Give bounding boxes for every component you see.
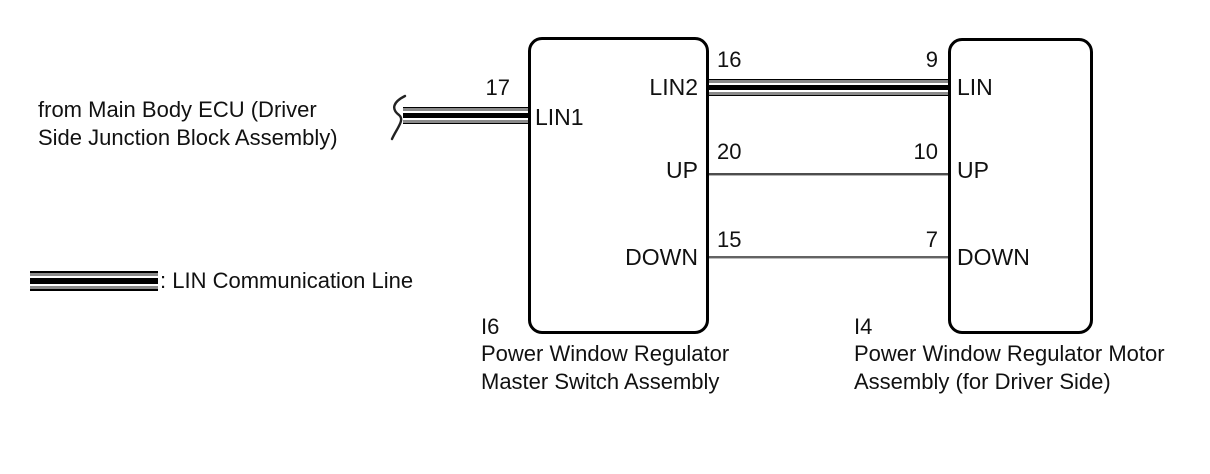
motor-pin-number-10: 10 bbox=[913, 139, 938, 164]
master-pin-number-17: 17 bbox=[485, 75, 510, 100]
motor-component-name: Power Window Regulator Motor Assembly (f… bbox=[854, 340, 1165, 396]
source-note-line1: from Main Body ECU (Driver bbox=[38, 97, 317, 122]
master-pin-label-lin1: LIN1 bbox=[535, 104, 584, 130]
master-pin-number-20: 20 bbox=[717, 139, 742, 164]
master-pin-label-up: UP bbox=[666, 157, 698, 183]
wire-break-icon bbox=[390, 94, 407, 141]
master-pin-label-down: DOWN bbox=[625, 244, 698, 270]
motor-pin-label-lin: LIN bbox=[957, 74, 993, 100]
motor-pin-label-up: UP bbox=[957, 157, 989, 183]
legend-lin-line-sample bbox=[30, 271, 158, 291]
down-signal-wire bbox=[708, 256, 949, 259]
lin1-communication-line bbox=[403, 107, 529, 124]
source-note-line2: Side Junction Block Assembly) bbox=[38, 125, 338, 150]
master-pin-number-16: 16 bbox=[717, 47, 742, 72]
source-note: from Main Body ECU (Driver Side Junction… bbox=[38, 96, 338, 152]
master-component-code: I6 bbox=[481, 314, 500, 339]
master-switch-box bbox=[528, 37, 709, 334]
master-pin-label-lin2: LIN2 bbox=[649, 74, 698, 100]
motor-pin-label-down: DOWN bbox=[957, 244, 1030, 270]
up-signal-wire bbox=[708, 173, 949, 176]
motor-component-code: I4 bbox=[854, 314, 873, 339]
motor-component-name-line1: Power Window Regulator Motor bbox=[854, 341, 1165, 366]
master-pin-number-15: 15 bbox=[717, 227, 742, 252]
motor-pin-number-7: 7 bbox=[925, 227, 938, 252]
master-component-name: Power Window Regulator Master Switch Ass… bbox=[481, 340, 729, 396]
motor-component-name-line2: Assembly (for Driver Side) bbox=[854, 369, 1111, 394]
master-component-name-line1: Power Window Regulator bbox=[481, 341, 730, 366]
lin2-to-lin-communication-line bbox=[708, 79, 949, 96]
master-component-name-line2: Master Switch Assembly bbox=[481, 369, 720, 394]
legend-label: : LIN Communication Line bbox=[160, 268, 414, 293]
motor-assembly-box bbox=[948, 38, 1093, 334]
motor-pin-number-9: 9 bbox=[925, 47, 938, 72]
